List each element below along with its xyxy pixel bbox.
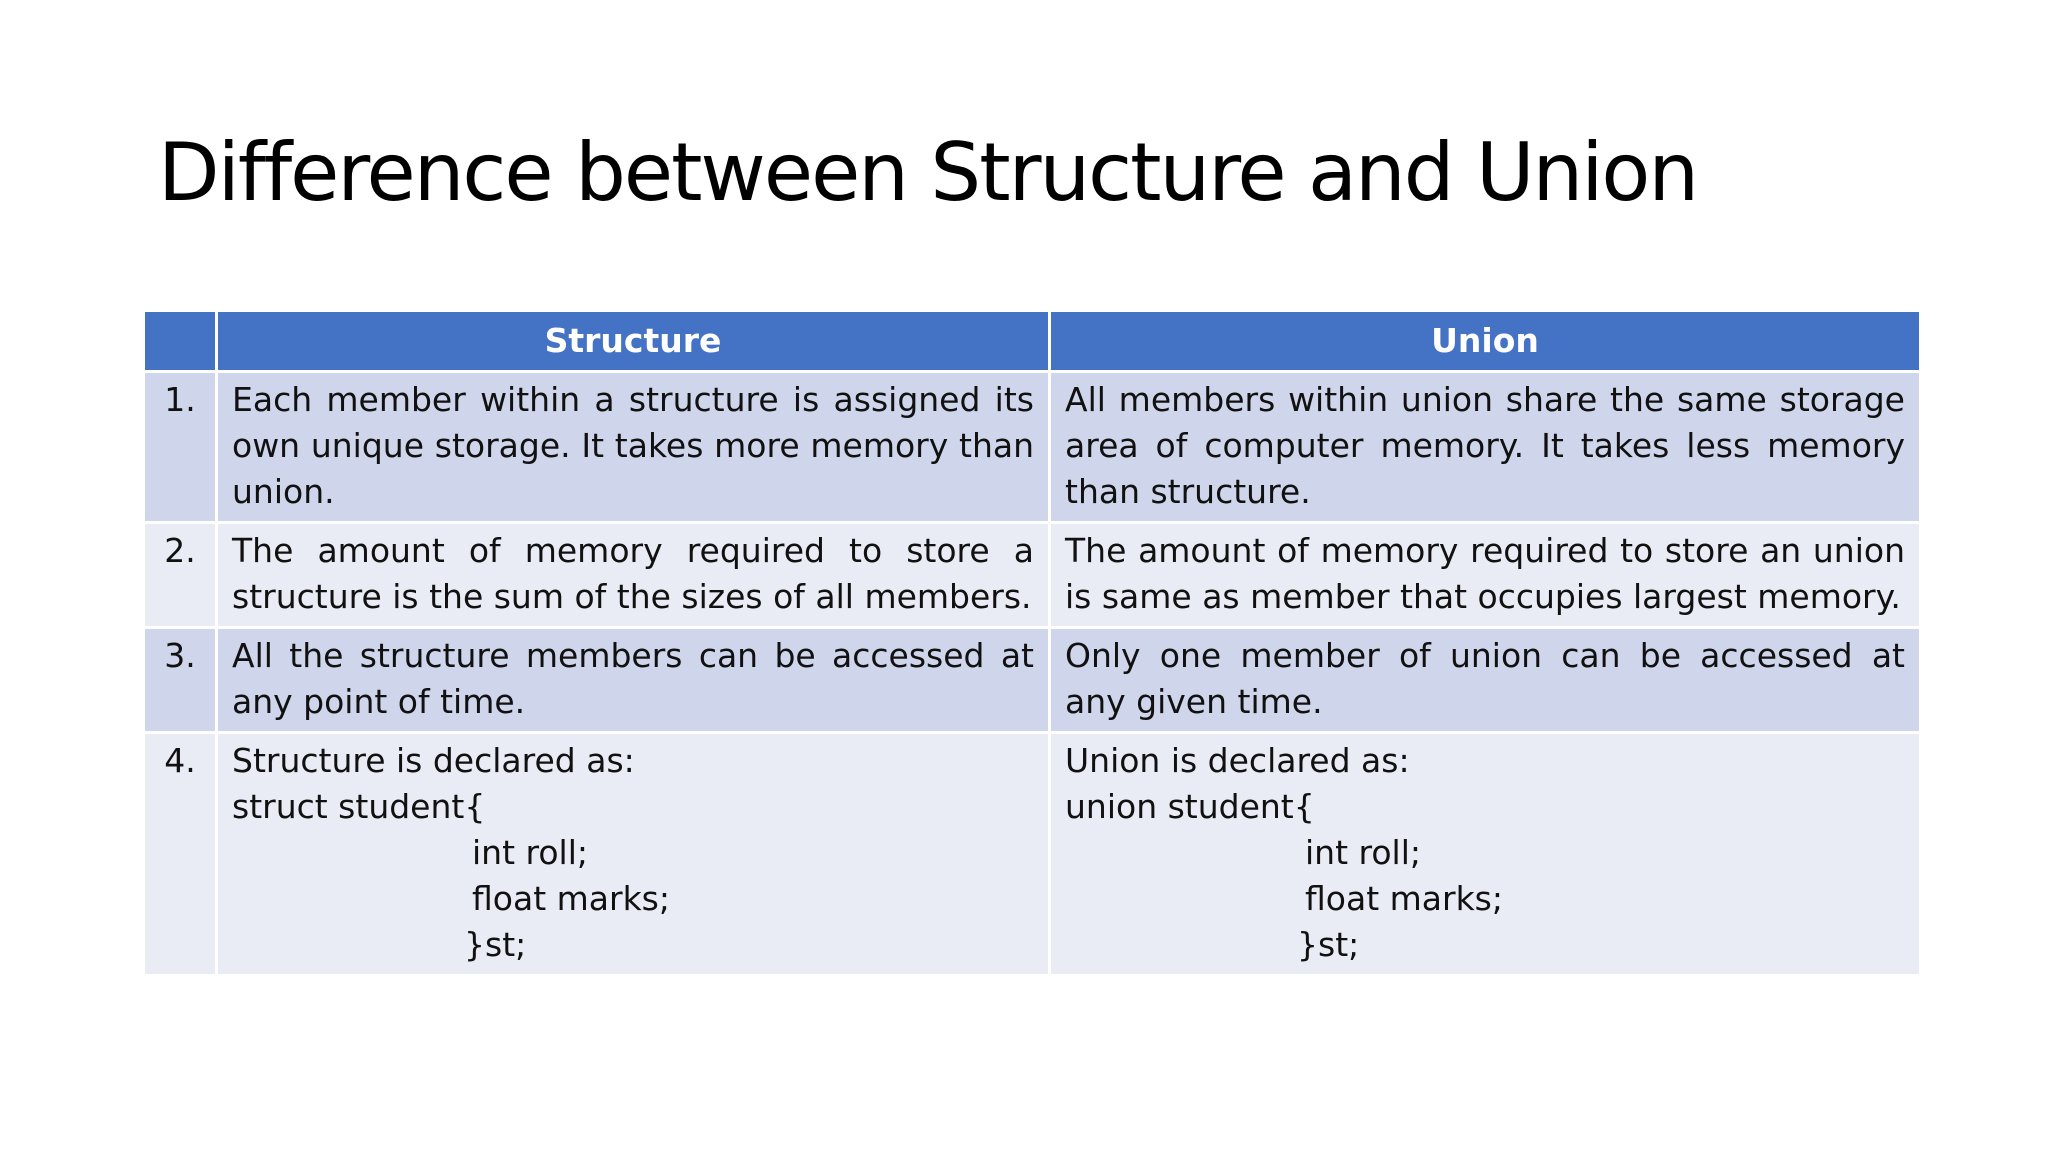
structure-decl-line: Structure is declared as:: [232, 741, 635, 780]
table-header-row: Structure Union: [142, 309, 1922, 373]
union-decl-line: Union is declared as:: [1065, 741, 1410, 780]
header-number: [142, 309, 218, 373]
structure-cell: The amount of memory required to store a…: [215, 521, 1051, 629]
structure-decl-line: }st;: [464, 925, 527, 964]
table-row: 2. The amount of memory required to stor…: [142, 521, 1922, 629]
header-structure: Structure: [215, 309, 1051, 373]
table-row: 4. Structure is declared as: struct stud…: [142, 731, 1922, 977]
table-row: 3. All the structure members can be acce…: [142, 626, 1922, 734]
union-cell: Only one member of union can be accessed…: [1048, 626, 1922, 734]
union-declaration-cell: Union is declared as: union student{ int…: [1048, 731, 1922, 977]
row-number: 3.: [142, 626, 218, 734]
union-decl-line: union student{: [1065, 787, 1315, 826]
header-union: Union: [1048, 309, 1922, 373]
row-number: 2.: [142, 521, 218, 629]
union-decl-line: float marks;: [1305, 879, 1503, 918]
structure-decl-line: int roll;: [472, 833, 588, 872]
union-cell: All members within union share the same …: [1048, 370, 1922, 524]
row-number: 4.: [142, 731, 218, 977]
structure-decl-line: struct student{: [232, 787, 486, 826]
union-cell: The amount of memory required to store a…: [1048, 521, 1922, 629]
union-decl-line: }st;: [1297, 925, 1360, 964]
structure-decl-line: float marks;: [472, 879, 670, 918]
structure-cell: All the structure members can be accesse…: [215, 626, 1051, 734]
union-decl-line: int roll;: [1305, 833, 1421, 872]
structure-declaration-cell: Structure is declared as: struct student…: [215, 731, 1051, 977]
row-number: 1.: [142, 370, 218, 524]
structure-cell: Each member within a structure is assign…: [215, 370, 1051, 524]
table-row: 1. Each member within a structure is ass…: [142, 370, 1922, 524]
comparison-table: Structure Union 1. Each member within a …: [142, 309, 1922, 977]
slide-title: Difference between Structure and Union: [158, 126, 1699, 219]
